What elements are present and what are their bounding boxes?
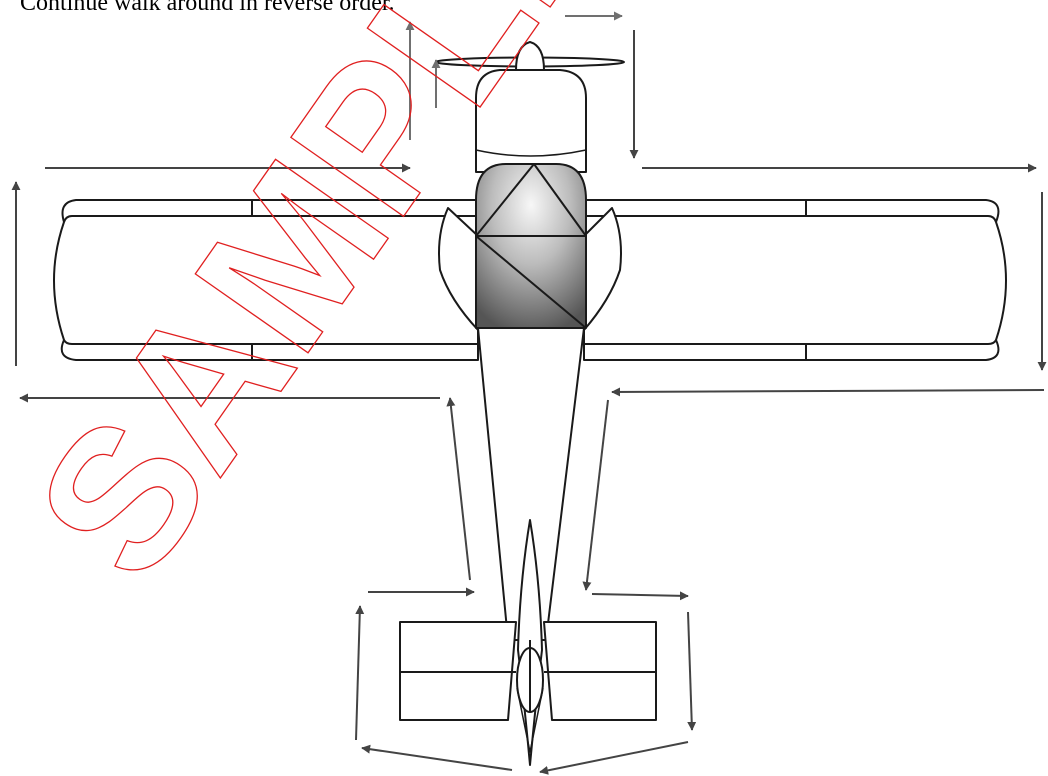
arrow-icon bbox=[361, 744, 513, 771]
left-cabin-fairing bbox=[438, 207, 479, 331]
engine-cowling bbox=[475, 69, 587, 173]
caption-text: Continue walk around in reverse order. bbox=[20, 0, 395, 16]
arrow-icon bbox=[539, 741, 689, 775]
canopy bbox=[475, 163, 587, 329]
right-wing bbox=[583, 199, 1007, 361]
arrow-icon bbox=[591, 591, 689, 601]
left-wing bbox=[53, 199, 479, 361]
spinner bbox=[515, 41, 545, 71]
horizontal-stabilizer bbox=[399, 621, 657, 721]
arrow-icon bbox=[446, 397, 471, 581]
arrow-icon bbox=[687, 611, 697, 731]
walkaround-arrows bbox=[11, 11, 1047, 775]
arrow-icon bbox=[582, 399, 609, 591]
arrow-icon bbox=[611, 387, 1045, 397]
arrow-icon bbox=[355, 605, 365, 741]
right-cabin-fairing bbox=[583, 207, 622, 331]
airplane-top-view-icon bbox=[53, 41, 1007, 766]
vertical-stabilizer bbox=[516, 519, 544, 766]
